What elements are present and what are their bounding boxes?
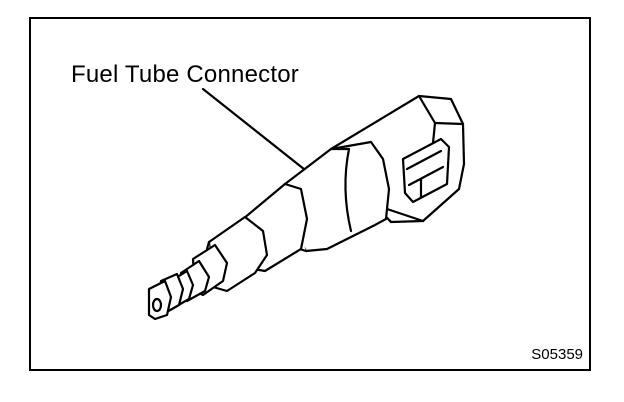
leader-line — [201, 87, 316, 179]
figure-code: S05359 — [531, 346, 583, 363]
callout-label: Fuel Tube Connector — [71, 61, 299, 88]
nipple-bore — [151, 297, 163, 313]
fuel-tube-connector-drawing — [147, 87, 466, 321]
tube-nipple — [147, 215, 269, 321]
illustration-frame: Fuel Tube Connector S05359 — [29, 17, 591, 371]
